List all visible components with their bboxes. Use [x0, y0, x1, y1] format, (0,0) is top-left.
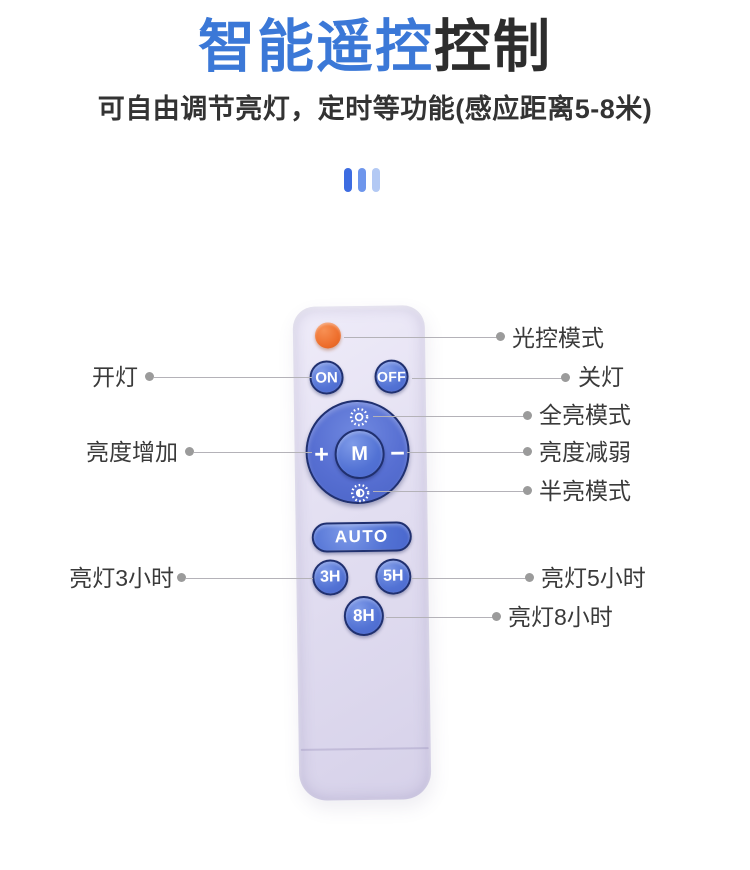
plus-button: +: [314, 440, 330, 469]
off-button: OFF: [374, 359, 409, 394]
sun-half-icon: [350, 483, 370, 503]
leader-dot: [177, 573, 186, 582]
leader-dot: [525, 573, 534, 582]
bar-icon: [344, 168, 352, 192]
leader-line: [412, 578, 526, 579]
bar-icon: [372, 168, 380, 192]
leader-line: [412, 378, 562, 379]
leader-line: [407, 452, 524, 453]
label-brightness-up: 亮度增加: [86, 439, 178, 465]
brightness-pad: + − M: [304, 399, 411, 505]
label-half-bright-mode: 半亮模式: [539, 478, 631, 504]
label-turn-off: 关灯: [578, 364, 624, 390]
leader-dot: [492, 612, 501, 621]
leader-line: [186, 578, 313, 579]
leader-line: [373, 491, 524, 492]
leader-line: [154, 377, 312, 378]
label-turn-on: 开灯: [92, 364, 138, 390]
leader-line: [344, 337, 497, 338]
title-highlight: 智能遥控: [198, 15, 434, 79]
leader-dot: [523, 486, 532, 495]
page-title: 智能遥控控制: [0, 16, 750, 78]
label-light-3-hours: 亮灯3小时: [69, 565, 174, 591]
leader-dot: [523, 447, 532, 456]
leader-line: [386, 617, 493, 618]
auto-button: AUTO: [311, 521, 412, 553]
leader-dot: [185, 447, 194, 456]
timer-8h-button: 8H: [343, 595, 385, 637]
label-full-bright-mode: 全亮模式: [539, 402, 631, 428]
timer-5h-button: 5H: [375, 558, 412, 595]
label-brightness-down: 亮度减弱: [539, 439, 631, 465]
timer-3h-button: 3H: [312, 559, 349, 596]
on-button: ON: [309, 360, 344, 395]
title-rest: 控制: [434, 15, 552, 79]
leader-dot: [496, 332, 505, 341]
leader-dot: [561, 373, 570, 382]
label-light-5-hours: 亮灯5小时: [541, 565, 646, 591]
leader-line: [373, 416, 524, 417]
indicator-button: [314, 322, 342, 349]
sun-full-icon: [349, 407, 369, 427]
leader-dot: [523, 411, 532, 420]
minus-button: −: [390, 439, 406, 468]
leader-dot: [145, 372, 154, 381]
bar-icon: [358, 168, 366, 192]
label-light-control-mode: 光控模式: [512, 325, 604, 351]
label-light-8-hours: 亮灯8小时: [508, 604, 613, 630]
leader-line: [194, 452, 312, 453]
mode-button: M: [334, 428, 385, 480]
decorative-bars: [344, 168, 380, 192]
battery-cover-seam: [300, 747, 429, 751]
remote-control: ON OFF + − M AUTO 3H 5H 8H: [292, 305, 432, 801]
page-subtitle: 可自由调节亮灯，定时等功能(感应距离5-8米): [97, 94, 653, 124]
